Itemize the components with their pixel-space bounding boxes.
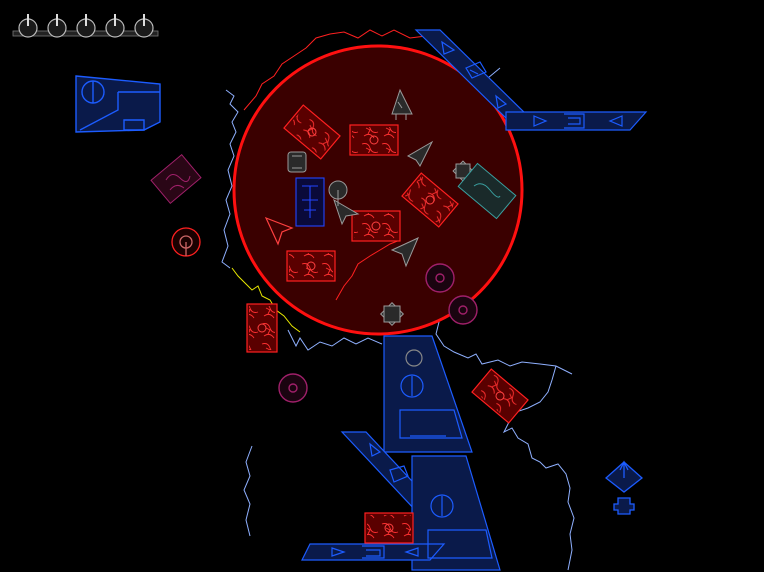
enemy-unit-circuit[interactable]	[246, 303, 278, 353]
enemy-unit-circuit[interactable]	[349, 124, 399, 156]
lightning-yellow	[231, 267, 301, 333]
grey-unit-gear[interactable]	[379, 301, 405, 327]
bomb-icon[interactable]	[47, 14, 67, 38]
player-structure-base-southeast[interactable]	[301, 431, 501, 571]
grey-unit-fighter[interactable]	[406, 140, 434, 167]
enemy-unit-magenta-diamond[interactable]	[150, 153, 202, 205]
arrow-icon	[608, 115, 623, 127]
arrow-icon	[369, 442, 382, 457]
enemy-unit-circuit[interactable]	[286, 250, 336, 282]
arrow-icon	[404, 547, 419, 557]
hud-token-bar	[12, 14, 159, 38]
enemy-unit-circuit[interactable]	[351, 210, 401, 242]
turret-icon	[400, 374, 424, 398]
bomb-icon[interactable]	[134, 14, 154, 38]
grey-unit-fighter[interactable]	[390, 237, 419, 268]
lightning-left	[221, 89, 239, 269]
red-arrow-unit[interactable]	[264, 216, 294, 246]
player-structure-base-south[interactable]	[383, 335, 473, 453]
bomb-icon[interactable]	[18, 14, 38, 38]
turret-icon	[430, 494, 454, 518]
enemy-unit-circuit[interactable]	[401, 172, 459, 228]
grey-unit-rocket[interactable]	[391, 88, 413, 120]
enemy-units	[246, 104, 529, 544]
enemy-turret-red[interactable]	[171, 227, 201, 257]
enemy-unit-circuit[interactable]	[364, 512, 414, 544]
arrow-icon	[495, 94, 508, 109]
player-structure-tower-right[interactable]	[414, 29, 648, 131]
player-unit-carrier[interactable]	[295, 177, 325, 227]
teal-unit-transport[interactable]	[457, 162, 517, 220]
arrow-icon	[331, 547, 346, 557]
enemy-unit-magenta-disc[interactable]	[448, 295, 478, 325]
arrow-icon	[533, 115, 548, 127]
grey-unit-turret[interactable]	[328, 180, 348, 206]
lightning-left-bottom	[243, 445, 253, 537]
grey-unit-fighter[interactable]	[333, 198, 360, 226]
enemy-unit-magenta-disc[interactable]	[425, 263, 455, 293]
enemy-unit-magenta-disc[interactable]	[278, 373, 308, 403]
bomb-icon[interactable]	[105, 14, 125, 38]
lightning-bottom	[287, 329, 383, 351]
bomb-icon[interactable]	[76, 14, 96, 38]
lightning-right-branch	[502, 365, 575, 571]
enemy-unit-circuit[interactable]	[471, 368, 529, 424]
red-trail	[335, 239, 401, 301]
player-structure-hq[interactable]	[75, 75, 161, 133]
player-unit-scout[interactable]	[604, 460, 644, 515]
lightning-top	[243, 29, 453, 111]
radar-dish-icon	[405, 349, 423, 367]
enemy-unit-circuit[interactable]	[283, 104, 341, 160]
arrow-icon	[441, 40, 456, 55]
grey-unit-bunker[interactable]	[287, 151, 307, 173]
